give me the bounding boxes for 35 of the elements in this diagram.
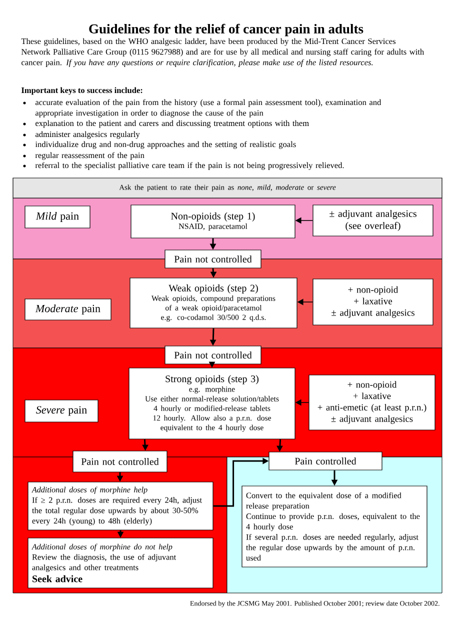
step-box: + non-opioid + laxative ± adjuvant analgesics — [312, 278, 434, 326]
status-box: Pain controlled — [268, 452, 382, 470]
title: Guidelines for the relief of cancer pain in adults — [89, 24, 364, 36]
pain-level-label: Mild pain — [24, 206, 90, 228]
arrow — [210, 238, 216, 250]
arrow — [213, 458, 269, 507]
arrow — [210, 328, 216, 346]
arrow — [116, 472, 124, 482]
pain-level-label: Severe pain — [24, 400, 98, 422]
intro-paragraph: These guidelines, based on the WHO analgesic ladder, have been produced by the Mid-Trent Cancer Services Network Palliative Care Group (0115 9627988) and are for use by all medical and nursing staff caring for adults with cancer pain. If you have any questions or require clarification, please make use of the listed resources. — [21, 38, 424, 67]
bullet-item: regular reassessment of the pain — [23, 152, 144, 160]
bullet-item: explanation to the patient and carers and discussing treatment options with them — [23, 120, 309, 128]
bullet-item: referral to the specialist palliative care team if the pain is not being progressively relieved. — [23, 162, 344, 170]
arrow — [210, 268, 217, 278]
arrow — [331, 470, 338, 486]
arrow — [142, 439, 148, 451]
arrow — [295, 399, 310, 406]
step-box: Non-opioids (step 1) NSAID, paracetamol — [130, 204, 296, 238]
bullet-item: individualize drug and non-drug approaches and the setting of realistic goals — [23, 141, 296, 149]
step-box: Convert to the equivalent dose of a modified release preparation Continue to provide p.r.n. doses, equivalent to the 4 hourly dose If several p.r.n. doses are needed regularly, adjust the regular dose upwards by the amount of p.r.n. used — [242, 486, 428, 568]
step-box: Additional doses of morphine help If ≥ 2 p.r.n. doses are required every 24h, adjust the total regular dose upwards by about 30-50% every 24h (young) to 48h (elderly) — [28, 482, 214, 530]
arrow — [297, 298, 314, 306]
status-box: Pain not controlled — [164, 346, 262, 364]
arrow — [276, 439, 283, 452]
arrow — [208, 362, 216, 368]
status-box: Pain not controlled — [72, 450, 168, 472]
step-box: ± adjuvant analgesics (see overleaf) — [312, 204, 434, 236]
pain-level-label: Moderate pain — [24, 298, 112, 320]
status-box: Pain not controlled — [164, 250, 262, 268]
bullet-item: administer analgesics regularly — [23, 131, 140, 139]
arrow — [117, 530, 124, 538]
arrow — [295, 217, 314, 224]
subheading: Important keys to success include: — [21, 87, 142, 95]
step-box: Additional doses of morphine do not help Review the diagnosis, the use of adjuvant analgesics and other treatments Seek advice — [28, 538, 214, 588]
step-box: + non-opioid + laxative + anti-emetic (at least p.r.n.) ± adjuvant analgesics — [308, 374, 436, 430]
